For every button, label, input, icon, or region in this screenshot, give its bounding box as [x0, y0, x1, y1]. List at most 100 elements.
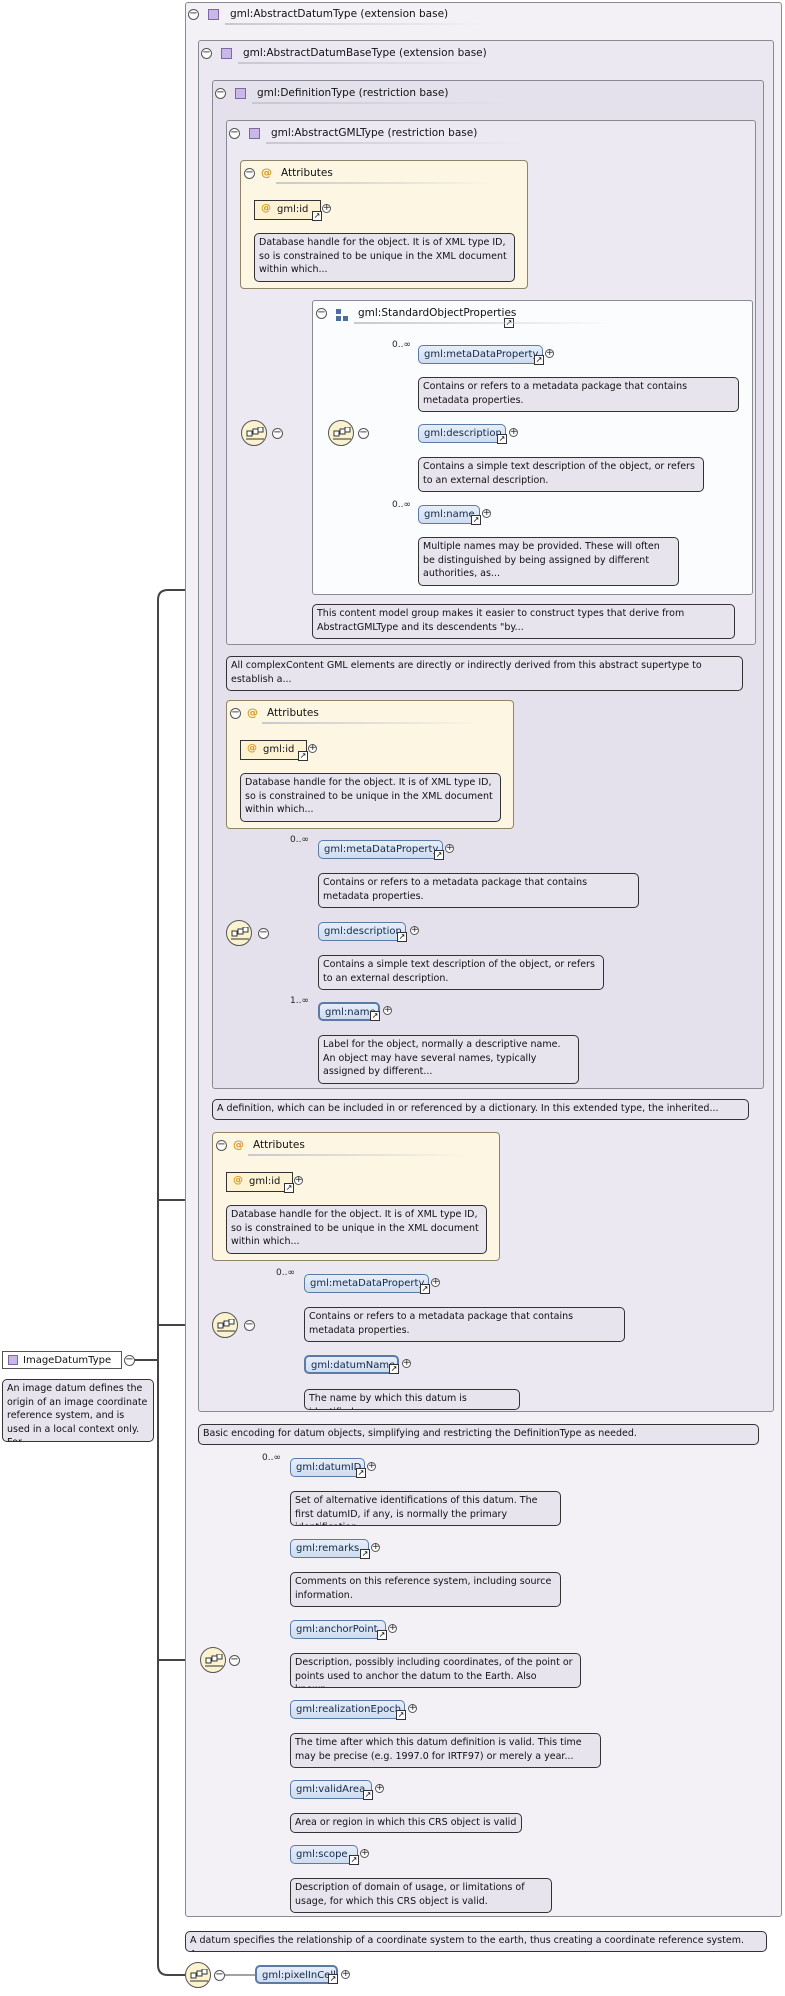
element-label: gml:name [325, 1007, 376, 1018]
element-name[interactable]: gml:name↗ [418, 505, 481, 525]
complex-type-icon [208, 9, 219, 20]
reference-icon: ↗ [328, 1974, 338, 1984]
attribute-icon: @ [233, 1175, 243, 1186]
element-metadata-property[interactable]: gml:metaDataProperty↗ [418, 345, 544, 365]
element-metadata-property[interactable]: gml:metaDataProperty↗ [304, 1274, 430, 1294]
root-type-label: ImageDatumType [23, 1355, 112, 1366]
reference-icon: ↗ [298, 751, 308, 761]
expand-toggle[interactable]: + [509, 427, 518, 437]
element-label: gml:remarks [296, 1543, 360, 1554]
gml-id-attribute[interactable]: @ gml:id ↗ [254, 200, 322, 221]
expand-toggle[interactable]: + [341, 1969, 350, 1979]
element-doc: Contains a simple text description of th… [318, 955, 604, 990]
gml-id-attribute[interactable]: @ gml:id ↗ [226, 1172, 294, 1193]
collapse-toggle[interactable]: − [124, 1354, 135, 1366]
collapse-toggle[interactable]: − [316, 307, 327, 319]
reference-icon: ↗ [360, 1549, 370, 1559]
expand-toggle[interactable]: + [445, 843, 454, 853]
element-scope[interactable]: gml:scope↗ [290, 1845, 359, 1865]
reference-icon: ↗ [356, 1468, 366, 1478]
expand-toggle[interactable]: + [402, 1358, 411, 1368]
reference-icon: ↗ [349, 1855, 359, 1865]
element-doc: The name by which this datum is identifi… [304, 1389, 520, 1410]
attribute-icon: @ [247, 743, 257, 754]
element-label: gml:validArea [296, 1784, 366, 1795]
collapse-toggle[interactable]: − [216, 1139, 227, 1151]
element-description[interactable]: gml:description↗ [318, 922, 407, 942]
datum-base-doc: Basic encoding for datum objects, simpli… [198, 1424, 759, 1445]
std-props-label: gml:StandardObjectProperties [358, 307, 517, 319]
gml-id-label: gml:id [263, 744, 295, 755]
collapse-toggle[interactable]: − [244, 167, 255, 179]
collapse-toggle[interactable]: − [215, 87, 226, 99]
element-label: gml:scope [296, 1849, 348, 1860]
element-doc: Contains or refers to a metadata package… [304, 1307, 625, 1342]
element-pixel-in-cell[interactable]: gml:pixelInCell↗ [255, 1965, 338, 1984]
expand-toggle[interactable]: + [410, 925, 419, 935]
element-valid-area[interactable]: gml:validArea↗ [290, 1780, 373, 1800]
element-doc: Area or region in which this CRS object … [290, 1813, 522, 1833]
attribute-icon: @ [233, 1138, 244, 1151]
gml-id-doc: Database handle for the object. It is of… [226, 1205, 487, 1254]
element-description[interactable]: gml:description↗ [418, 424, 507, 444]
element-label: gml:metaDataProperty [424, 349, 539, 360]
element-doc: Contains or refers to a metadata package… [318, 873, 639, 908]
collapse-toggle[interactable]: − [244, 1319, 255, 1331]
reference-icon: ↗ [363, 1790, 373, 1800]
root-type[interactable]: ImageDatumType [2, 1351, 122, 1369]
element-anchor-point[interactable]: gml:anchorPoint↗ [290, 1620, 387, 1640]
multiplicity-label: 0..∞ [262, 1453, 281, 1463]
element-label: gml:description [424, 428, 502, 439]
reference-icon: ↗ [312, 211, 322, 221]
expand-toggle[interactable]: + [360, 1848, 369, 1858]
expand-toggle[interactable]: + [308, 743, 317, 753]
std-props-doc: This content model group makes it easier… [312, 604, 735, 639]
sequence-icon [212, 1312, 238, 1338]
element-doc: Set of alternative identifications of th… [290, 1491, 561, 1526]
datum-base-header: gml:AbstractDatumBaseType (extension bas… [243, 47, 487, 59]
collapse-toggle[interactable]: − [258, 927, 269, 939]
multiplicity-label: 0..∞ [276, 1268, 295, 1278]
element-doc: Description of domain of usage, or limit… [290, 1878, 552, 1913]
expand-toggle[interactable]: + [545, 348, 554, 358]
element-doc: Multiple names may be provided. These wi… [418, 537, 679, 586]
abstract-gml-doc: All complexContent GML elements are dire… [226, 656, 743, 691]
expand-toggle[interactable]: + [408, 1703, 417, 1713]
element-label: gml:datumName [311, 1360, 396, 1371]
element-datum-name[interactable]: gml:datumName↗ [304, 1355, 399, 1374]
element-datum-id[interactable]: gml:datumID↗ [290, 1458, 366, 1478]
expand-toggle[interactable]: + [322, 203, 331, 213]
abstract-datum-doc: A datum specifies the relationship of a … [185, 1931, 767, 1952]
expand-toggle[interactable]: + [371, 1542, 380, 1552]
attribute-icon: @ [247, 706, 258, 719]
element-label: gml:metaDataProperty [324, 844, 439, 855]
group-icon [336, 309, 348, 321]
element-label: gml:datumID [296, 1462, 362, 1473]
expand-toggle[interactable]: + [375, 1783, 384, 1793]
element-doc: Contains or refers to a metadata package… [418, 377, 739, 412]
collapse-toggle[interactable]: − [201, 47, 212, 59]
expand-toggle[interactable]: + [482, 508, 491, 518]
multiplicity-label: 0..∞ [392, 340, 411, 350]
collapse-toggle[interactable]: − [229, 1654, 240, 1666]
collapse-toggle[interactable]: − [272, 427, 283, 439]
multiplicity-label: 0..∞ [392, 500, 411, 510]
abstract-gml-header: gml:AbstractGMLType (restriction base) [271, 127, 478, 139]
complex-type-icon [249, 128, 260, 139]
collapse-toggle[interactable]: − [230, 707, 241, 719]
expand-toggle[interactable]: + [367, 1461, 376, 1471]
element-remarks[interactable]: gml:remarks↗ [290, 1539, 370, 1559]
attributes-label: Attributes [281, 167, 333, 179]
expand-toggle[interactable]: + [431, 1277, 440, 1287]
expand-toggle[interactable]: + [388, 1623, 397, 1633]
element-realization-epoch[interactable]: gml:realizationEpoch↗ [290, 1700, 406, 1720]
expand-toggle[interactable]: + [383, 1005, 392, 1015]
expand-toggle[interactable]: + [294, 1175, 303, 1185]
element-metadata-property[interactable]: gml:metaDataProperty↗ [318, 840, 444, 860]
collapse-toggle[interactable]: − [229, 127, 240, 139]
element-name[interactable]: gml:name↗ [318, 1002, 380, 1021]
collapse-toggle[interactable]: − [188, 8, 199, 20]
collapse-toggle[interactable]: − [214, 1969, 225, 1981]
gml-id-attribute[interactable]: @ gml:id ↗ [240, 740, 308, 761]
collapse-toggle[interactable]: − [358, 427, 369, 439]
